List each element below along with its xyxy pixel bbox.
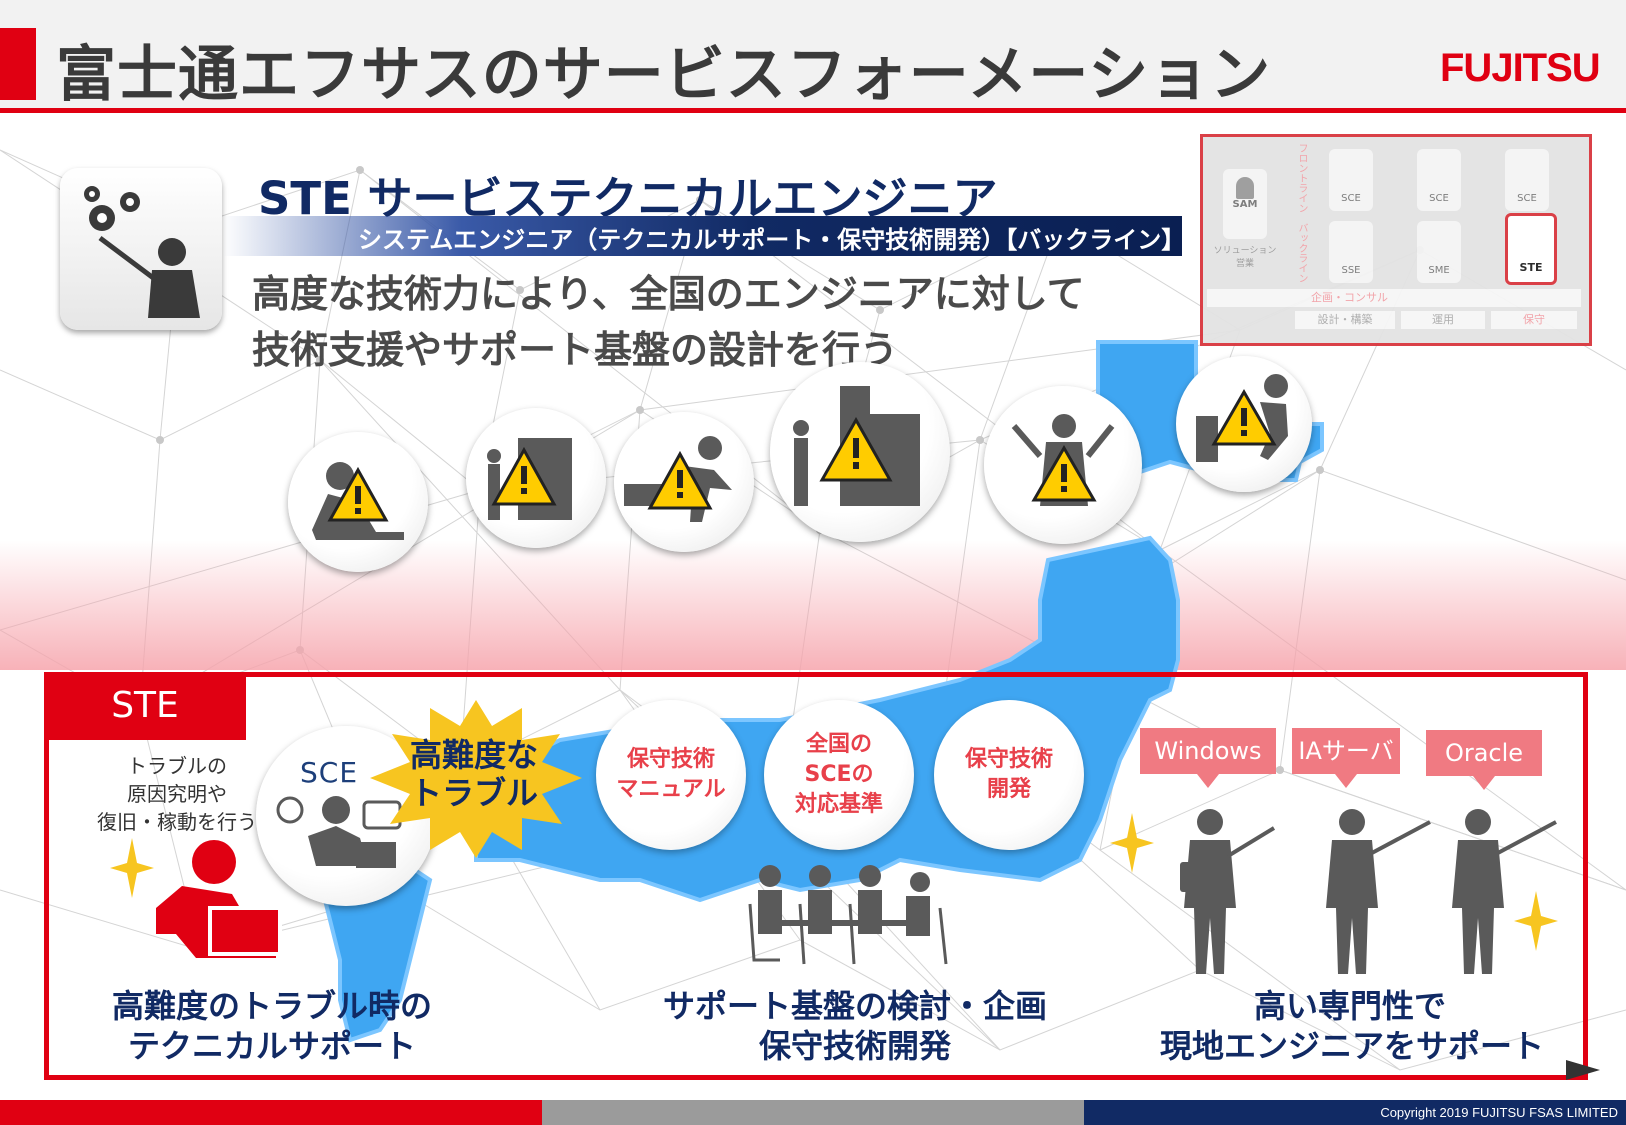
minimap-sam-unit: ソリューション営業 bbox=[1213, 246, 1277, 269]
starburst-badge bbox=[370, 700, 582, 858]
minimap-sce-2: SCE bbox=[1417, 149, 1461, 211]
sparkle-icon bbox=[1110, 813, 1154, 873]
troubled-user-icon bbox=[156, 840, 282, 958]
burst-text: 高難度な トラブル bbox=[392, 736, 556, 812]
trouble-circle-runner bbox=[614, 412, 754, 552]
trouble-circle-repair bbox=[984, 386, 1142, 544]
tag-windows-pointer bbox=[1197, 774, 1219, 788]
minimap-sme: SME bbox=[1417, 221, 1461, 283]
tag-ia-server: IAサーバ bbox=[1292, 728, 1400, 774]
gear-presenter-icon bbox=[84, 186, 200, 318]
tag-ia-pointer bbox=[1335, 774, 1357, 788]
title-bar bbox=[0, 0, 1626, 110]
trouble-note: トラブルの 原因究明や 復旧・稼動を行う bbox=[84, 752, 270, 836]
minimap-back-label: バックライン bbox=[1296, 223, 1307, 283]
footer-gray bbox=[542, 1100, 1084, 1125]
caption-left-line-2: テクニカルサポート bbox=[127, 1027, 416, 1065]
lead-line-2: 技術支援やサポート基盤の設計を行う bbox=[252, 328, 899, 372]
burst-line-1: 高難度な bbox=[409, 736, 538, 774]
manual-line-2: マニュアル bbox=[616, 777, 726, 802]
next-arrow-icon bbox=[1566, 1060, 1600, 1080]
pink-gradient-band bbox=[0, 540, 1626, 670]
caption-right-line-1: 高い専門性で bbox=[1253, 987, 1446, 1025]
standard-line-3: 対応基準 bbox=[794, 792, 883, 817]
minimap-bar-plan: 企画・コンサル bbox=[1207, 289, 1581, 307]
caption-center-line-1: サポート基盤の検討・企画 bbox=[662, 987, 1047, 1025]
service-formation-minimap: フロントライン バックライン SAM ソリューション営業 SCE SCE SCE… bbox=[1200, 134, 1592, 346]
role-lead: 高度な技術力により、全国のエンジニアに対して 技術支援やサポート基盤の設計を行う bbox=[252, 266, 1085, 378]
sparkle-icon bbox=[1514, 891, 1558, 951]
title-underline bbox=[0, 108, 1626, 113]
meeting-icon bbox=[748, 865, 948, 965]
minimap-bar-design: 設計・構築 bbox=[1295, 311, 1395, 329]
engineer-gear-icon-card bbox=[60, 168, 222, 330]
fujitsu-logo: FUJITSU bbox=[1440, 46, 1601, 90]
ste-panel bbox=[44, 672, 1588, 1080]
note-line-2: 原因究明や bbox=[127, 782, 227, 806]
caption-center: サポート基盤の検討・企画 保守技術開発 bbox=[650, 986, 1060, 1066]
tag-windows: Windows bbox=[1140, 728, 1276, 774]
trouble-circle-desk bbox=[1176, 356, 1312, 492]
trouble-circle-phone bbox=[288, 432, 428, 572]
note-line-3: 復旧・稼動を行う bbox=[97, 810, 257, 834]
presenter-icon bbox=[1452, 809, 1557, 974]
warning-tower-icon bbox=[793, 386, 920, 506]
development-line-1: 保守技術 bbox=[964, 747, 1053, 772]
caption-left-line-1: 高難度のトラブル時の bbox=[111, 987, 432, 1025]
trouble-circle-building-large bbox=[770, 362, 950, 542]
caption-left: 高難度のトラブル時の テクニカルサポート bbox=[92, 986, 452, 1066]
manual-line-1: 保守技術 bbox=[626, 747, 715, 772]
footer-red bbox=[0, 1100, 542, 1125]
minimap-sam-label: SAM bbox=[1232, 199, 1258, 210]
page-title: 富士通エフサスのサービスフォーメーション bbox=[56, 40, 1272, 110]
minimap-bar-ops: 運用 bbox=[1401, 311, 1485, 329]
burst-line-2: トラブル bbox=[409, 774, 538, 812]
lead-line-1: 高度な技術力により、全国のエンジニアに対して bbox=[252, 272, 1085, 316]
presenter-icon bbox=[1180, 809, 1276, 974]
ste-tab: STE bbox=[44, 672, 246, 740]
standard-line-2: SCEの bbox=[804, 762, 874, 787]
presenter-icon bbox=[1326, 809, 1431, 974]
caption-right-line-2: 現地エンジニアをサポート bbox=[1160, 1027, 1545, 1065]
title-accent bbox=[0, 28, 36, 100]
minimap-front-label: フロントライン bbox=[1296, 143, 1307, 213]
warning-phone-icon bbox=[312, 462, 404, 540]
tag-oracle-pointer bbox=[1473, 776, 1495, 790]
minimap-ste-highlight: STE bbox=[1505, 213, 1557, 285]
minimap-sce-3: SCE bbox=[1505, 149, 1549, 211]
minimap-sam-card: SAM bbox=[1223, 169, 1267, 239]
manual-circle: 保守技術マニュアル bbox=[596, 700, 746, 850]
minimap-bar-maint: 保守 bbox=[1491, 311, 1577, 329]
development-circle: 保守技術開発 bbox=[934, 700, 1084, 850]
minimap-sce-1: SCE bbox=[1329, 149, 1373, 211]
standard-line-1: 全国の bbox=[805, 732, 872, 757]
warning-tools-icon bbox=[1011, 414, 1115, 506]
development-line-2: 開発 bbox=[986, 777, 1031, 802]
role-subtitle: システムエンジニア（テクニカルサポート・保守技術開発）【バックライン】 bbox=[358, 226, 1186, 254]
caption-right: 高い専門性で 現地エンジニアをサポート bbox=[1160, 986, 1545, 1066]
subtitle-band bbox=[222, 216, 1182, 256]
note-line-1: トラブルの bbox=[127, 754, 227, 778]
warning-runner-icon bbox=[624, 436, 732, 522]
warning-desk-icon bbox=[1196, 374, 1288, 462]
standard-circle: 全国の SCEの対応基準 bbox=[764, 700, 914, 850]
copyright: Copyright 2019 FUJITSU FSAS LIMITED bbox=[1380, 1105, 1618, 1120]
minimap-sse: SSE bbox=[1329, 221, 1373, 283]
footer-navy bbox=[1084, 1100, 1626, 1125]
trouble-circle-building-small bbox=[466, 408, 606, 548]
caption-center-line-2: 保守技術開発 bbox=[758, 1027, 951, 1065]
sparkle-icon bbox=[110, 838, 154, 898]
sce-label: SCE bbox=[300, 756, 359, 789]
tag-oracle: Oracle bbox=[1426, 730, 1542, 776]
warning-building-icon bbox=[487, 438, 572, 520]
person-icon bbox=[1236, 177, 1254, 199]
